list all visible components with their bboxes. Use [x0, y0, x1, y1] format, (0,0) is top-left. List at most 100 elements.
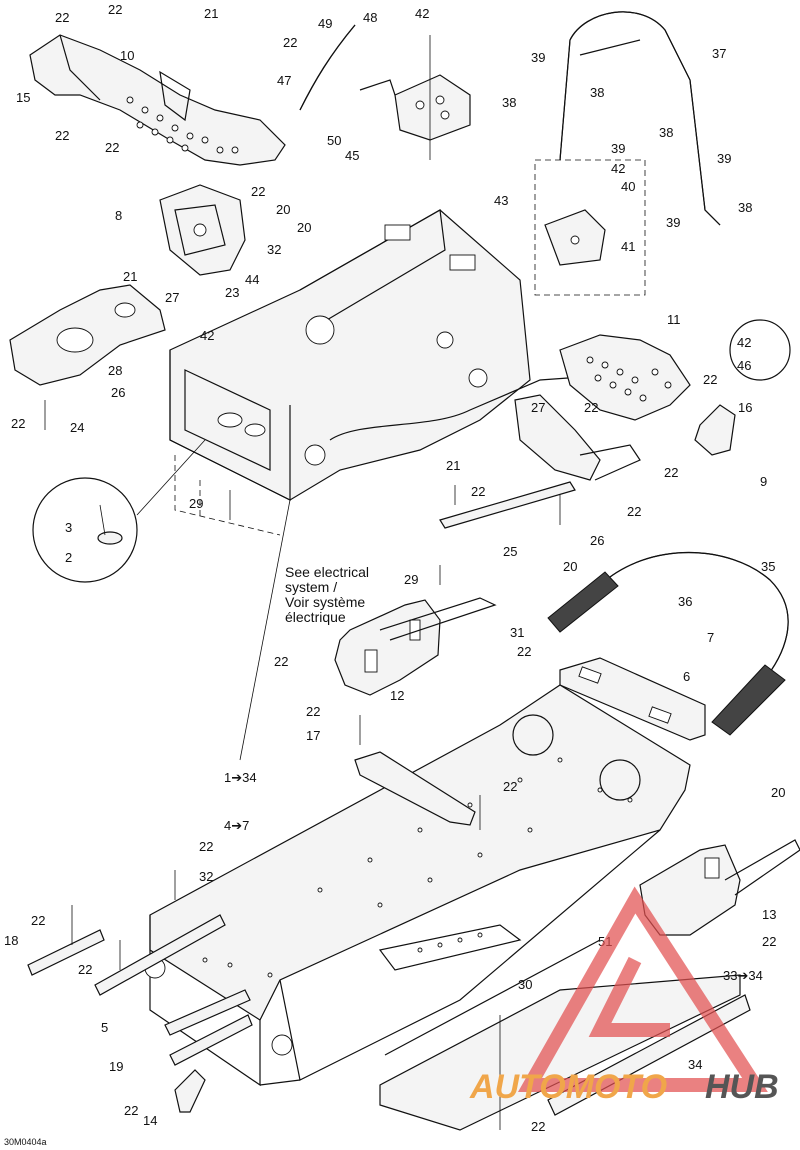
- bracket-9: [514, 394, 641, 481]
- callout-label: 29: [189, 496, 203, 511]
- callout-label: 1➔34: [224, 770, 257, 785]
- callout-label: 3: [65, 520, 72, 535]
- callout-label: 20: [276, 202, 290, 217]
- callout-label: 50: [327, 133, 341, 148]
- callout-label: 10: [120, 48, 134, 63]
- callout-label: 11: [667, 312, 681, 327]
- callout-label: 46: [737, 358, 751, 373]
- callout-label: 12: [390, 688, 404, 703]
- callout-label: 41: [621, 239, 635, 254]
- cross-bar-17: [354, 751, 476, 826]
- callout-label: 42: [737, 335, 751, 350]
- callout-label: 38: [738, 200, 752, 215]
- callout-label: 49: [318, 16, 332, 31]
- callout-label: 21: [123, 269, 137, 284]
- callout-label: 22: [703, 372, 717, 387]
- footrest-plate-left: [29, 34, 286, 166]
- bracket-45: [359, 74, 471, 141]
- callout-label: 22: [664, 465, 678, 480]
- callout-label: 22: [503, 779, 517, 794]
- callout-label: 16: [738, 400, 752, 415]
- rail-30b: [164, 989, 251, 1036]
- strap-48: [299, 24, 356, 111]
- detail-circle-tunnel-left: [512, 714, 554, 756]
- callout-label: 20: [297, 220, 311, 235]
- drawing-code: 30M0404a: [4, 1137, 47, 1147]
- tunnel-frame: [169, 209, 611, 536]
- callout-label: 8: [115, 208, 122, 223]
- callout-label: 22: [199, 839, 213, 854]
- detail-circle-42-46: [729, 319, 791, 381]
- bracket-40: [534, 159, 646, 296]
- callout-label: 30: [518, 977, 532, 992]
- rail-30: [94, 914, 226, 996]
- protector-plate-24: [9, 284, 166, 386]
- callout-label: 21: [204, 6, 218, 21]
- callout-label: 22: [274, 654, 288, 669]
- callout-label: 22: [55, 128, 69, 143]
- callout-label: 45: [345, 148, 359, 163]
- bracket-13: [639, 839, 800, 936]
- note-line-4: électrique: [285, 609, 346, 625]
- callout-label: 25: [503, 544, 517, 559]
- callout-label: 4➔7: [224, 818, 249, 833]
- callout-label: 42: [200, 328, 214, 343]
- callout-label: 6: [683, 669, 690, 684]
- support-25: [439, 481, 576, 529]
- callout-label: 29: [404, 572, 418, 587]
- callout-label: 38: [502, 95, 516, 110]
- callout-label: 35: [761, 559, 775, 574]
- callout-label: 32: [199, 869, 213, 884]
- bar-5: [384, 939, 601, 1056]
- rail-18: [27, 929, 105, 976]
- callout-label: 28: [108, 363, 122, 378]
- callout-label: 20: [563, 559, 577, 574]
- note-line-3: Voir système: [285, 594, 365, 610]
- callout-label: 22: [251, 184, 265, 199]
- handle-loop-37: [559, 11, 721, 226]
- callout-label: 26: [590, 533, 604, 548]
- callout-label: 39: [531, 50, 545, 65]
- callout-label: 9: [760, 474, 767, 489]
- callout-label: 22: [124, 1103, 138, 1118]
- callout-label: 42: [611, 161, 625, 176]
- bracket-8: [159, 184, 246, 276]
- callout-label: 38: [659, 125, 673, 140]
- detail-circle-tunnel-right: [599, 759, 641, 801]
- callout-label: 43: [494, 193, 508, 208]
- callout-label: 2: [65, 550, 72, 565]
- rail-19: [169, 1014, 253, 1066]
- callout-label: 14: [143, 1113, 157, 1128]
- callout-label: 26: [111, 385, 125, 400]
- callout-label: 22: [108, 2, 122, 17]
- footrest-plate-right: [559, 334, 691, 421]
- electrical-note: See electrical system / Voir système éle…: [285, 564, 369, 625]
- watermark-logo: AUTOMOTO HUB: [469, 886, 779, 1106]
- watermark-brand-part2: HUB: [705, 1068, 779, 1106]
- callout-label: 22: [283, 35, 297, 50]
- callout-label: 44: [245, 272, 259, 287]
- callout-label: 21: [446, 458, 460, 473]
- callout-label: 42: [415, 6, 429, 21]
- callout-label: 39: [666, 215, 680, 230]
- callout-label: 22: [517, 644, 531, 659]
- callout-label: 23: [225, 285, 239, 300]
- callout-label: 47: [277, 73, 291, 88]
- callout-label: 22: [531, 1119, 545, 1134]
- callout-label: 22: [78, 962, 92, 977]
- callout-label: 5: [101, 1020, 108, 1035]
- callout-label: 36: [678, 594, 692, 609]
- fasteners: [44, 35, 561, 1130]
- bracket-12: [334, 597, 497, 696]
- bracket-16: [694, 404, 736, 456]
- callout-label: 17: [306, 728, 320, 743]
- callout-label: 32: [267, 242, 281, 257]
- callout-label: 40: [621, 179, 635, 194]
- callout-label: 13: [762, 907, 776, 922]
- callout-label: 27: [531, 400, 545, 415]
- handle-grip-35: [547, 552, 789, 736]
- callout-label: 22: [471, 484, 485, 499]
- watermark-brand-part1: AUTOMOTO: [469, 1068, 667, 1106]
- callout-label: 7: [707, 630, 714, 645]
- callout-label: 22: [11, 416, 25, 431]
